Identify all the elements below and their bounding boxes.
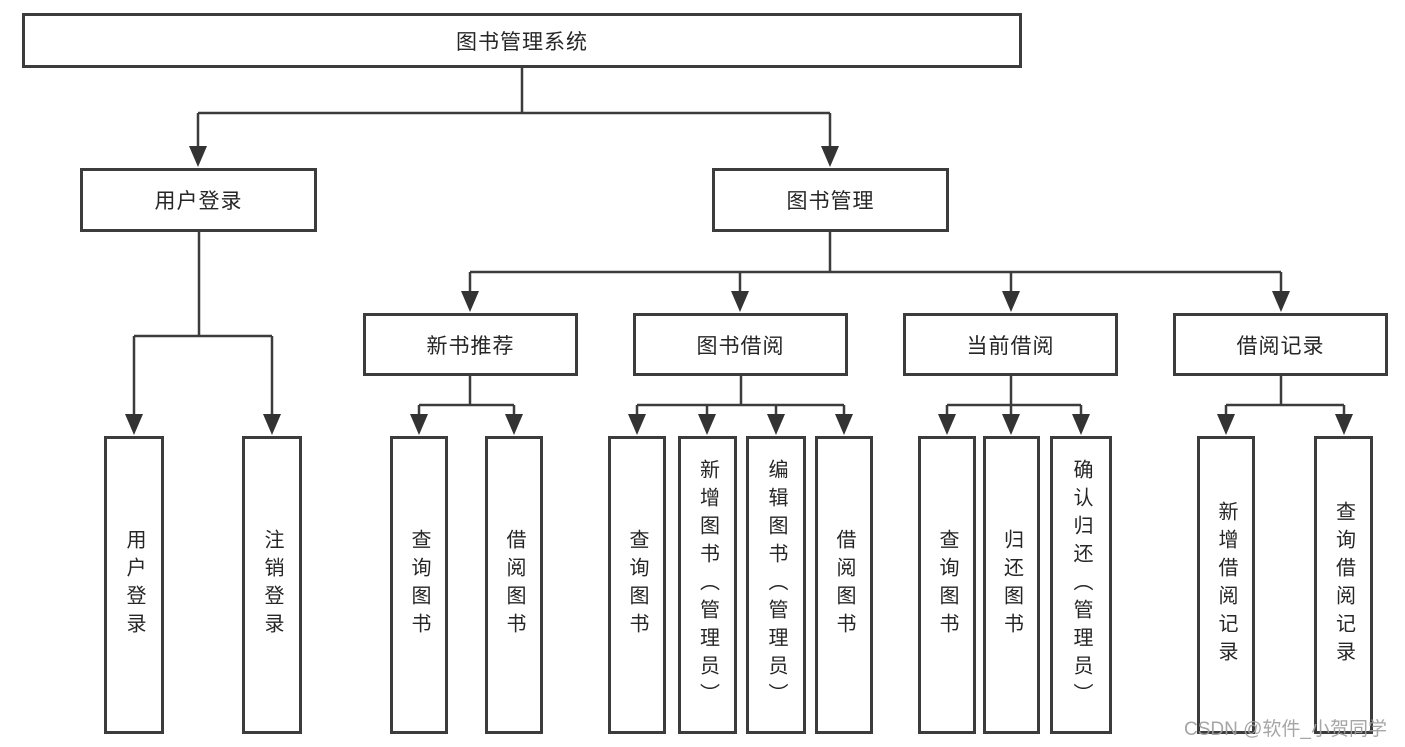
node-book-borrowing: 图书借阅 xyxy=(633,313,848,376)
arrowhead-icon xyxy=(821,146,839,167)
leaf-br-query-record-label: 查询借阅记录 xyxy=(1332,501,1355,669)
node-current-borrowing: 当前借阅 xyxy=(903,313,1118,376)
arrowhead-icon xyxy=(1002,291,1020,312)
leaf-nb-query-books-label: 查询图书 xyxy=(408,529,430,641)
arrowhead-icon xyxy=(1072,414,1090,435)
arrowhead-icon xyxy=(461,291,479,312)
leaf-user-login-label: 用户登录 xyxy=(123,529,145,641)
watermark: CSDN @软件_小贺同学 xyxy=(1184,719,1387,740)
leaf-user-login: 用户登录 xyxy=(104,436,164,734)
leaf-bb-borrow-books-label: 借阅图书 xyxy=(833,529,855,641)
leaf-logout: 注销登录 xyxy=(242,436,302,734)
arrowhead-icon xyxy=(410,414,428,435)
leaf-bb-add-books-admin-label: 新增图书（管理员） xyxy=(696,459,719,711)
node-user-login-label: 用户登录 xyxy=(154,190,243,213)
arrowhead-icon xyxy=(767,414,785,435)
leaf-bb-add-books-admin: 新增图书（管理员） xyxy=(678,436,737,734)
leaf-cb-query-books: 查询图书 xyxy=(918,436,976,734)
leaf-br-add-record: 新增借阅记录 xyxy=(1197,436,1255,734)
leaf-nb-query-books: 查询图书 xyxy=(390,436,448,734)
node-user-login: 用户登录 xyxy=(80,168,317,232)
leaf-bb-query-books: 查询图书 xyxy=(608,436,666,734)
leaf-nb-borrow-books-label: 借阅图书 xyxy=(503,529,525,641)
leaf-cb-return-books-label: 归还图书 xyxy=(1000,529,1023,641)
leaf-nb-borrow-books: 借阅图书 xyxy=(485,436,543,734)
arrowhead-icon xyxy=(1335,414,1353,435)
arrowhead-icon xyxy=(125,414,143,435)
leaf-cb-confirm-return-admin: 确认归还（管理员） xyxy=(1050,436,1112,734)
node-book-management-label: 图书管理 xyxy=(786,190,875,213)
leaf-bb-edit-books-admin: 编辑图书（管理员） xyxy=(746,436,806,734)
leaf-cb-return-books: 归还图书 xyxy=(983,436,1040,734)
arrowhead-icon xyxy=(189,146,207,167)
arrowhead-icon xyxy=(731,291,749,312)
arrowhead-icon xyxy=(938,414,956,435)
arrowhead-icon xyxy=(1217,414,1235,435)
arrowhead-icon xyxy=(835,414,853,435)
leaf-br-query-record: 查询借阅记录 xyxy=(1314,436,1373,734)
leaf-cb-confirm-return-admin-label: 确认归还（管理员） xyxy=(1070,459,1092,711)
node-borrowing-records: 借阅记录 xyxy=(1173,313,1388,376)
leaf-cb-query-books-label: 查询图书 xyxy=(936,529,958,641)
node-book-management: 图书管理 xyxy=(712,168,949,232)
leaf-logout-label: 注销登录 xyxy=(261,529,283,641)
arrowhead-icon xyxy=(698,414,716,435)
node-new-book-recommend-label: 新书推荐 xyxy=(426,334,515,358)
node-library-system-label: 图书管理系统 xyxy=(456,30,588,54)
leaf-bb-borrow-books: 借阅图书 xyxy=(815,436,873,734)
arrowhead-icon xyxy=(628,414,646,435)
arrowhead-icon xyxy=(505,414,523,435)
arrowhead-icon xyxy=(1272,291,1290,312)
node-borrowing-records-label: 借阅记录 xyxy=(1236,334,1325,358)
arrowhead-icon xyxy=(263,414,281,435)
node-current-borrowing-label: 当前借阅 xyxy=(966,334,1055,358)
leaf-bb-edit-books-admin-label: 编辑图书（管理员） xyxy=(765,459,787,711)
leaf-br-add-record-label: 新增借阅记录 xyxy=(1215,501,1237,669)
node-book-borrowing-label: 图书借阅 xyxy=(696,334,785,358)
node-new-book-recommend: 新书推荐 xyxy=(363,313,578,376)
leaf-bb-query-books-label: 查询图书 xyxy=(626,529,648,641)
node-library-system: 图书管理系统 xyxy=(22,13,1022,68)
arrowhead-icon xyxy=(1002,414,1020,435)
